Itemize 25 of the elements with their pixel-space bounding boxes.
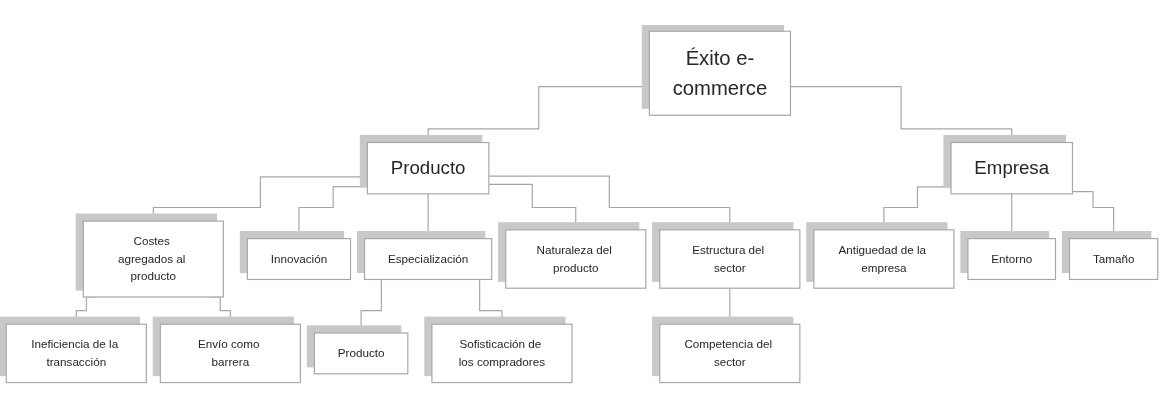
node-box: Éxito e-commerce [648,30,792,116]
node-box: Especialización [363,238,493,281]
node-box: Antiguedad de la empresa [813,229,955,289]
node-box: Producto [366,142,490,195]
connector [298,186,368,240]
node-box: Competencia del sector [659,323,801,384]
node-box: Ineficiencia de la transacción [5,323,147,384]
connector [427,193,429,240]
node-box: Empresa [950,142,1074,195]
node-box: Sofisticación de los compradores [431,323,573,384]
node-box: Tamaño [1068,238,1159,281]
node-box: Naturaleza del producto [505,229,647,289]
connector [488,183,577,231]
node-box: Innovación [246,238,352,281]
node-box: Costes agregados al producto [82,220,224,298]
connector [427,86,650,144]
connector [729,287,731,325]
node-box: Producto [313,332,409,375]
node-box: Estructura del sector [659,229,801,289]
connector [883,186,952,231]
node-box: Entorno [967,238,1057,281]
connector [152,176,368,222]
connector [1011,193,1013,240]
connector [488,175,731,231]
node-box: Envío como barrera [159,323,301,384]
